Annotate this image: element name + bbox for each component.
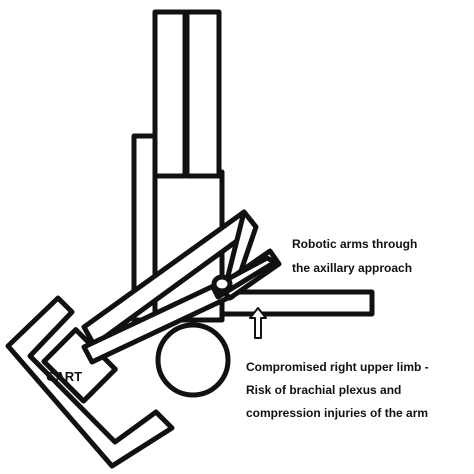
patient-head: [155, 322, 231, 398]
limb-arrow: [249, 307, 267, 339]
cart-label: CART: [46, 369, 82, 384]
annotation-limb-line-1: Compromised right upper limb -: [246, 360, 429, 374]
patient-body-left: [152, 9, 188, 179]
annotation-robotic-arms-line-2: the axillary approach: [292, 261, 412, 275]
instrument-port: [211, 274, 233, 294]
annotation-limb-line-2: Risk of brachial plexus and: [246, 383, 401, 397]
cart-base: [5, 295, 175, 469]
patient-body-right: [184, 9, 222, 179]
annotation-limb-line-3: compression injuries of the arm: [246, 406, 428, 420]
annotation-robotic-arms-line-1: Robotic arms through: [292, 237, 417, 251]
